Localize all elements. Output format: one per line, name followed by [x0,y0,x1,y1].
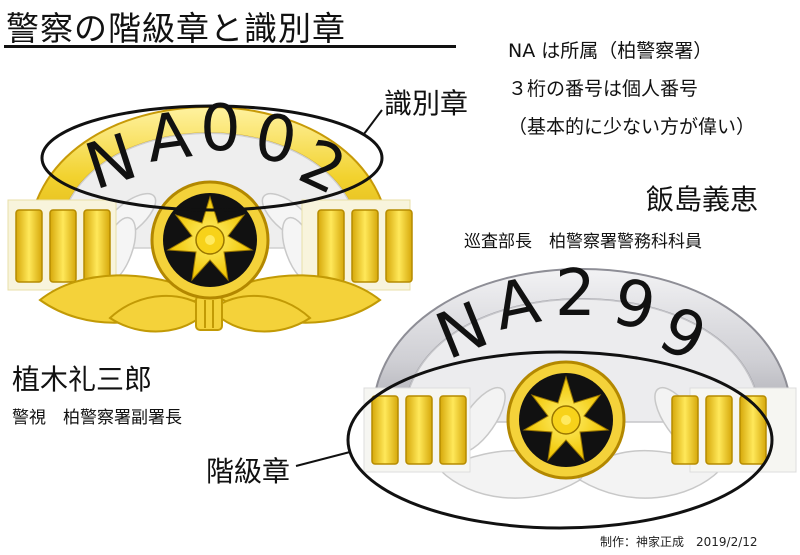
gold-badge: N A 0 0 2 [8,92,412,331]
rank-bar [440,396,466,464]
rank-bar [372,396,398,464]
note-line-1: NA は所属（柏警察署） [508,36,712,63]
rank-bar [84,210,110,282]
rank-bar [672,396,698,464]
svg-text:0: 0 [200,92,243,166]
person-role-left: 警視 柏警察署副署長 [12,403,182,428]
person-role-top-right: 巡査部長 柏警察署警務科科員 [464,227,702,252]
person-name-top-right: 飯島義恵 [646,178,758,218]
note-line-2: ３桁の番号は個人番号 [508,74,698,101]
title-underline [4,45,456,48]
rank-bar [318,210,344,282]
note-line-3: （基本的に少ない方が偉い） [508,112,755,139]
silver-badge: N A 2 9 9 [348,257,796,528]
rank-bar [16,210,42,282]
page-title: 警察の階級章と識別章 [6,2,346,50]
svg-text:2: 2 [555,257,598,331]
rank-bar [352,210,378,282]
rank-callout-line [296,452,350,466]
rank-badge-label: 階級章 [206,450,290,490]
identification-badge-label: 識別章 [384,82,468,122]
rank-bar [406,396,432,464]
rank-bar [50,210,76,282]
identification-callout-line [364,110,382,134]
rank-bar [706,396,732,464]
rank-bar [740,396,766,464]
credit-line: 制作：神家正成 2019/2/12 [600,533,758,550]
person-name-left: 植木礼三郎 [12,358,152,398]
rank-bar [386,210,412,282]
